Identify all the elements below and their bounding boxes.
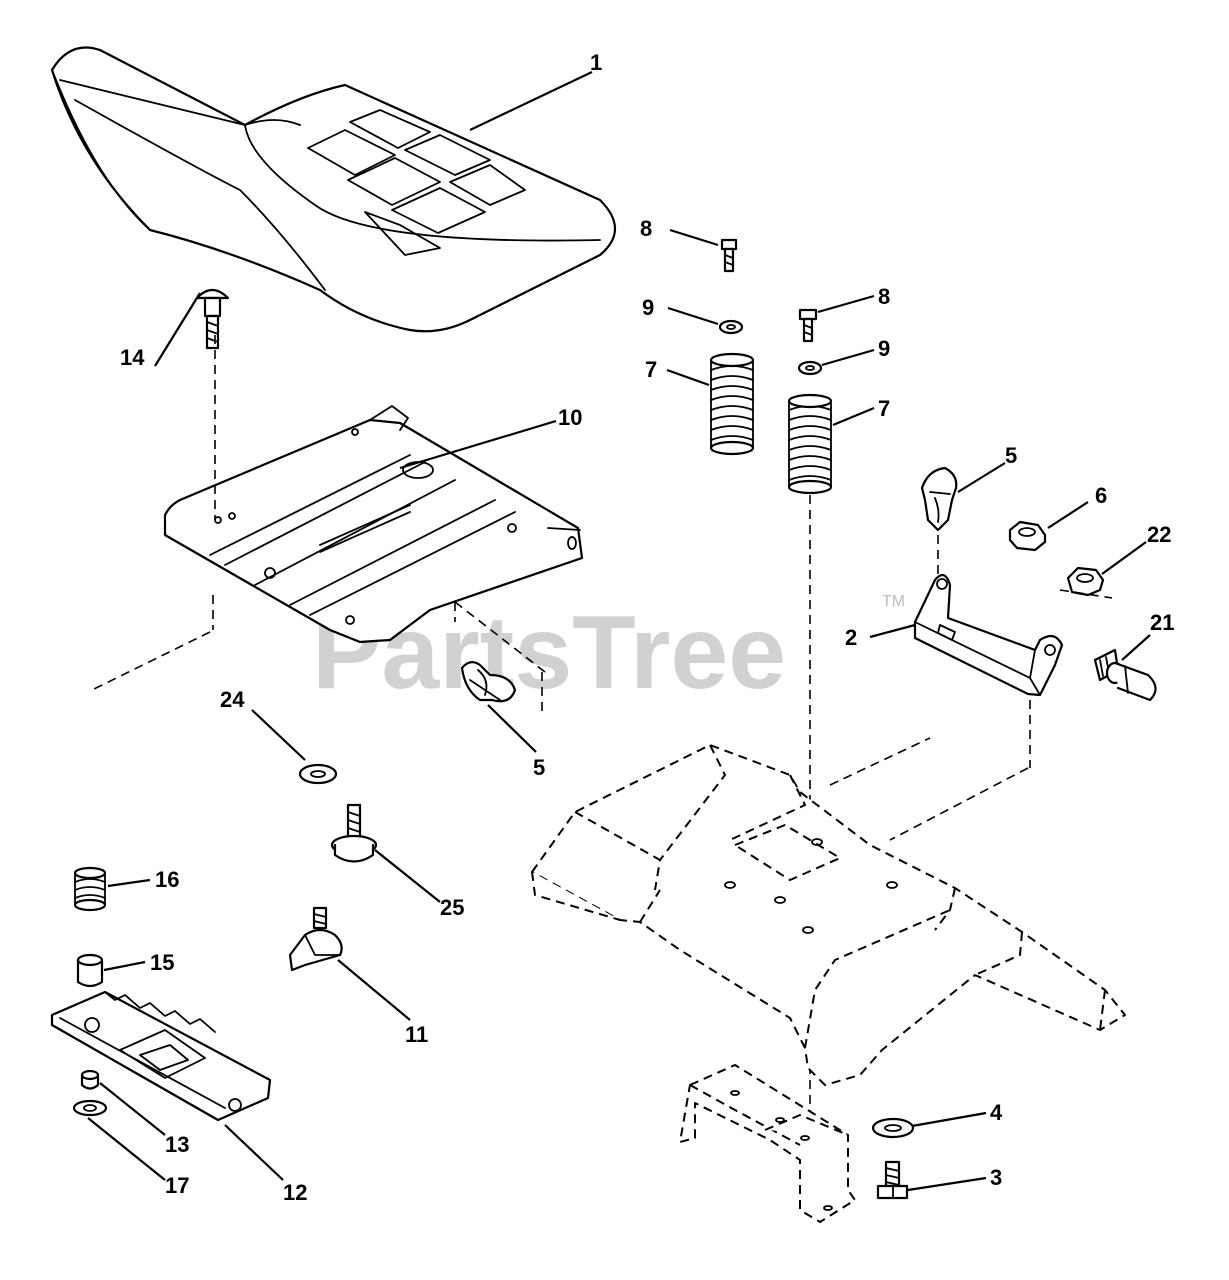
alignment-line-clip-top (454, 601, 546, 673)
washer-large (871, 1117, 915, 1139)
leader-8-left (669, 228, 719, 247)
leader-7-left (666, 368, 710, 387)
callout-7-right: 7 (878, 396, 890, 421)
leader-22 (1101, 541, 1147, 575)
seat-spring-left (709, 352, 755, 456)
leader-16 (107, 878, 151, 888)
lock-washer-right (797, 360, 823, 376)
lower-bracket (679, 1064, 856, 1223)
leader-2 (869, 623, 916, 639)
callout-1: 1 (590, 50, 602, 75)
leader-4 (911, 1111, 987, 1128)
callout-17: 17 (165, 1173, 189, 1198)
leader-14 (154, 292, 201, 367)
callout-7-left: 7 (645, 357, 657, 382)
seat-switch-clip-left (460, 661, 517, 703)
callout-12: 12 (283, 1180, 307, 1205)
leader-13 (99, 1082, 166, 1136)
leader-25 (374, 849, 441, 903)
hex-bolt (876, 1160, 909, 1200)
callout-8-right: 8 (878, 284, 890, 309)
leader-5-left (487, 704, 537, 753)
callout-3: 3 (990, 1165, 1002, 1190)
alignment-line-flange-nut (1059, 589, 1113, 599)
screw-left (720, 238, 738, 273)
lock-washer-left (718, 319, 744, 335)
leader-6 (1047, 501, 1089, 529)
shoulder-screw (1093, 648, 1157, 702)
callout-24: 24 (220, 687, 245, 712)
callout-14: 14 (120, 345, 145, 370)
leader-17 (87, 1117, 166, 1181)
leader-24 (251, 709, 306, 761)
seat (50, 46, 616, 333)
carriage-bolt (195, 288, 230, 350)
leader-15 (103, 960, 146, 972)
seat-pan (163, 405, 584, 644)
seat-spring-right (787, 393, 833, 495)
alignment-line-bracket-left (889, 767, 1029, 841)
callout-5-left: 5 (533, 755, 545, 780)
flat-washer (298, 763, 338, 785)
leader-7-right (832, 406, 875, 427)
washer-small (72, 1099, 108, 1117)
callout-9-left: 9 (642, 295, 654, 320)
callout-16: 16 (155, 867, 179, 892)
callout-2: 2 (845, 625, 857, 650)
spring-small (73, 866, 107, 912)
frame-fender (531, 744, 1126, 1086)
slide-rail-plate (50, 990, 272, 1122)
seat-grip-pads (307, 109, 526, 256)
leader-12 (224, 1124, 284, 1181)
callout-13: 13 (165, 1132, 189, 1157)
callout-21: 21 (1150, 610, 1174, 635)
callout-15: 15 (150, 950, 174, 975)
alignment-line-frame-top (829, 737, 931, 786)
leader-9-left (667, 306, 719, 326)
leader-10 (399, 419, 557, 470)
seat-switch-right (920, 466, 958, 532)
callout-25: 25 (440, 895, 464, 920)
watermark-trademark: TM (882, 593, 905, 610)
flange-nut (1066, 566, 1105, 597)
callout-4: 4 (990, 1100, 1003, 1125)
spacer (76, 953, 104, 988)
callout-22: 22 (1147, 522, 1171, 547)
screw-right (798, 308, 818, 343)
leader-1 (469, 71, 593, 131)
leader-5-right (957, 462, 1006, 493)
switch-bracket (913, 573, 1064, 697)
callout-6: 6 (1095, 483, 1107, 508)
callout-5-right: 5 (1005, 443, 1017, 468)
callout-11: 11 (405, 1022, 428, 1047)
callout-9-right: 9 (878, 336, 890, 361)
leader-3 (907, 1176, 987, 1192)
callout-10: 10 (558, 405, 582, 430)
leader-21 (1121, 634, 1151, 661)
lock-nut-small (80, 1069, 100, 1090)
leader-8-right (817, 294, 875, 314)
alignment-line-pan-left (91, 631, 211, 691)
callout-8-left: 8 (640, 216, 652, 241)
adjustment-knob (288, 906, 343, 972)
leader-11 (337, 959, 411, 1021)
shoulder-bolt (330, 803, 378, 863)
leader-9-right (821, 348, 875, 367)
hex-nut (1008, 520, 1047, 552)
